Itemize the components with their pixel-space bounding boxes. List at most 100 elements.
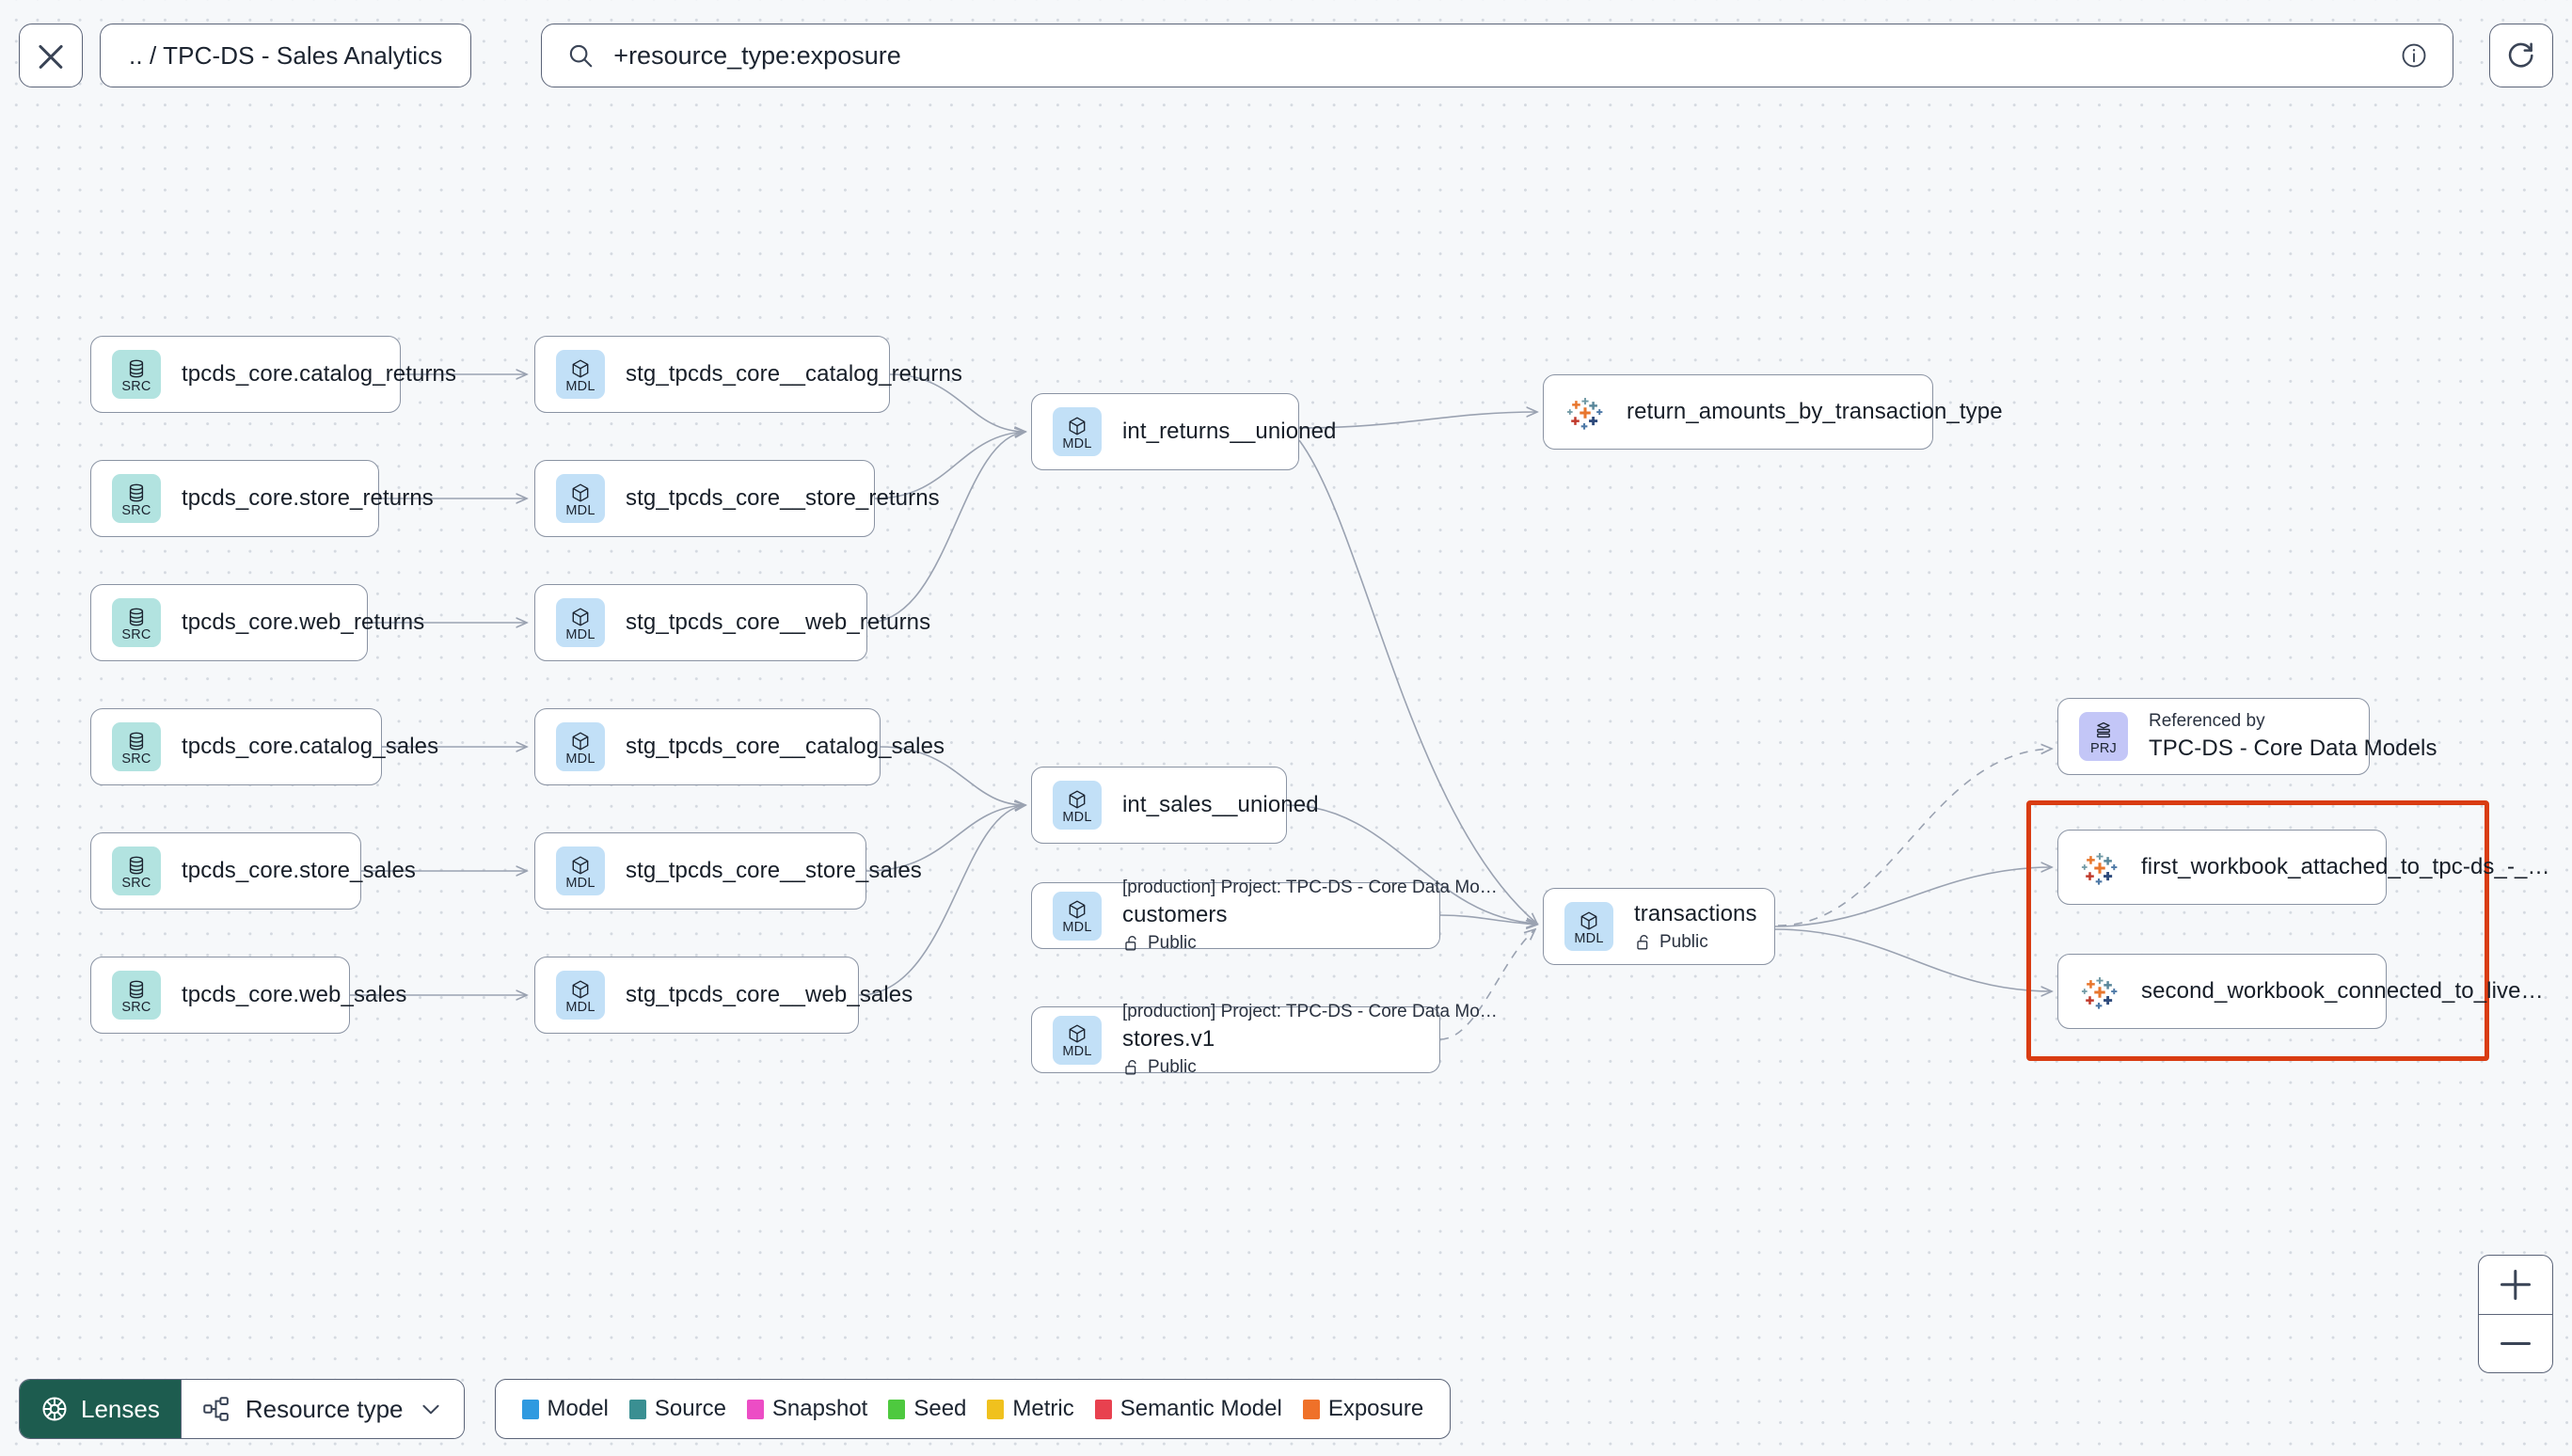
legend-swatch <box>746 1399 764 1419</box>
graph-node-stg_catalog_sales[interactable]: MDL stg_tpcds_core__catalog_sales <box>534 708 945 785</box>
badge-label: MDL <box>565 875 595 891</box>
resource-type-badge-mdl: MDL <box>1053 891 1102 941</box>
node-title: int_sales__unioned <box>1122 792 1319 817</box>
lenses-button[interactable]: Lenses <box>20 1380 181 1438</box>
tableau-icon <box>1564 391 1606 433</box>
close-button[interactable] <box>19 24 83 87</box>
chevron-down-icon <box>419 1397 443 1421</box>
graph-node-exp_first_workbook[interactable]: first_workbook_attached_to_tpc-ds_-_… <box>2057 830 2550 905</box>
database-icon <box>126 607 147 627</box>
graph-node-exp_second_workbook[interactable]: second_workbook_connected_to_live… <box>2057 954 2544 1029</box>
node-title: stg_tpcds_core__catalog_sales <box>626 734 945 759</box>
legend-item-metric[interactable]: Metric <box>987 1396 1074 1422</box>
breadcrumb[interactable]: .. / TPC-DS - Sales Analytics <box>100 24 472 87</box>
cube-icon <box>1067 899 1088 920</box>
graph-node-src_catalog_returns[interactable]: SRC tpcds_core.catalog_returns <box>90 336 457 413</box>
graph-node-stores_v1[interactable]: MDL [production] Project: TPC-DS - Core D… <box>1031 1002 1498 1077</box>
node-title: stg_tpcds_core__web_sales <box>626 982 913 1007</box>
minus-icon <box>2501 1341 2531 1346</box>
tableau-icon <box>2079 971 2120 1012</box>
resource-type-badge-src: SRC <box>112 971 161 1020</box>
resource-type-badge-mdl: MDL <box>1053 1015 1102 1065</box>
legend-item-seed[interactable]: Seed <box>888 1396 966 1422</box>
resource-type-badge-src: SRC <box>112 474 161 523</box>
node-title: tpcds_core.web_sales <box>182 982 407 1007</box>
legend-swatch <box>1302 1399 1320 1419</box>
database-icon <box>126 855 147 876</box>
badge-label: MDL <box>1062 809 1092 825</box>
legend-item-snapshot[interactable]: Snapshot <box>746 1396 867 1422</box>
badge-label: MDL <box>1062 435 1092 451</box>
lenses-control-group: Lenses Resource type <box>19 1379 465 1439</box>
refresh-button[interactable] <box>2489 24 2553 87</box>
search-input[interactable]: +resource_type:exposure <box>541 24 2453 87</box>
legend-item-exposure[interactable]: Exposure <box>1302 1396 1424 1422</box>
node-body: int_sales__unioned <box>1122 792 1319 818</box>
node-access-label: Public <box>1659 931 1708 952</box>
info-icon[interactable] <box>2400 41 2428 70</box>
node-access: Public <box>1122 1057 1419 1078</box>
legend-item-model[interactable]: Model <box>521 1396 609 1422</box>
graph-node-stg_store_sales[interactable]: MDL stg_tpcds_core__store_sales <box>534 832 922 910</box>
hierarchy-icon <box>202 1395 230 1423</box>
legend-label: Model <box>547 1396 609 1421</box>
node-title: tpcds_core.catalog_returns <box>182 361 457 387</box>
graph-node-int_sales_unioned[interactable]: MDL int_sales__unioned <box>1031 767 1319 844</box>
node-body: stg_tpcds_core__web_returns <box>626 609 930 636</box>
badge-label: MDL <box>565 502 595 518</box>
breadcrumb-label: .. / TPC-DS - Sales Analytics <box>129 40 443 70</box>
node-body: [production] Project: TPC-DS - Core Data… <box>1122 1002 1498 1078</box>
resource-type-badge-mdl: MDL <box>556 474 605 523</box>
cube-icon <box>570 979 591 1000</box>
node-access: Public <box>1122 933 1419 954</box>
badge-label: MDL <box>565 378 595 394</box>
resource-type-badge-src: SRC <box>112 847 161 895</box>
cube-icon <box>1067 789 1088 810</box>
legend-item-source[interactable]: Source <box>628 1396 726 1422</box>
graph-node-src_web_sales[interactable]: SRC tpcds_core.web_sales <box>90 957 407 1034</box>
unlock-icon <box>1122 934 1141 953</box>
node-title: tpcds_core.store_returns <box>182 485 434 511</box>
node-body: tpcds_core.store_returns <box>182 485 434 512</box>
database-icon <box>126 979 147 1000</box>
cube-icon <box>1067 416 1088 436</box>
top-toolbar: .. / TPC-DS - Sales Analytics +resource_… <box>0 0 2572 111</box>
node-title: stores.v1 <box>1122 1026 1215 1052</box>
database-icon <box>126 358 147 379</box>
badge-label: MDL <box>565 751 595 767</box>
legend-swatch <box>987 1399 1005 1419</box>
graph-node-return_amounts_by_transaction_type[interactable]: return_amounts_by_transaction_type <box>1543 374 2003 450</box>
legend-label: Metric <box>1012 1396 1074 1421</box>
legend-swatch <box>521 1399 539 1419</box>
node-access-label: Public <box>1148 933 1197 953</box>
node-title: TPC-DS - Core Data Models <box>2149 736 2437 761</box>
legend-item-semantic-model[interactable]: Semantic Model <box>1094 1396 1282 1422</box>
zoom-out-button[interactable] <box>2479 1314 2552 1372</box>
node-body: tpcds_core.store_sales <box>182 858 416 884</box>
graph-node-customers[interactable]: MDL[production] Project: TPC-DS - Core D… <box>1031 878 1498 953</box>
badge-label: SRC <box>121 999 151 1015</box>
zoom-in-button[interactable] <box>2479 1256 2552 1314</box>
graph-node-src_store_sales[interactable]: SRC tpcds_core.store_sales <box>90 832 416 910</box>
cube-icon <box>570 483 591 503</box>
node-title: stg_tpcds_core__store_sales <box>626 858 922 883</box>
legend-label: Exposure <box>1327 1396 1424 1421</box>
resource-type-badge-mdl: MDL <box>556 350 605 399</box>
plus-icon <box>2501 1270 2531 1300</box>
resource-type-badge-src: SRC <box>112 350 161 399</box>
graph-node-src_store_returns[interactable]: SRC tpcds_core.store_returns <box>90 460 434 537</box>
resource-type-dropdown[interactable]: Resource type <box>180 1380 464 1438</box>
node-title: customers <box>1122 902 1228 927</box>
